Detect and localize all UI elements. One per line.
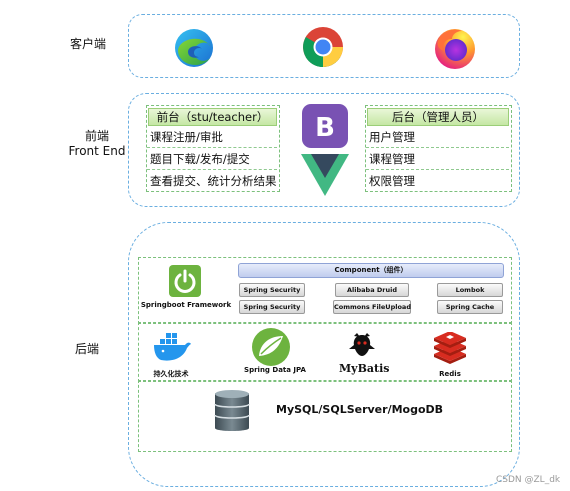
redis-icon	[434, 332, 466, 364]
right-item-permission-management: 权限管理	[369, 174, 415, 188]
right-item-user-management: 用户管理	[369, 130, 415, 144]
springboot-power-icon	[169, 265, 201, 297]
mybatis-bird-icon	[349, 333, 375, 356]
right-separator	[366, 147, 509, 148]
watermark: CSDN @ZL_dk	[496, 475, 561, 485]
component-lombok: Lombok	[437, 283, 503, 297]
component-spring-cache: Spring Cache	[437, 300, 503, 314]
student-teacher-group	[146, 105, 280, 192]
docker-whale-icon	[154, 333, 191, 361]
frontend-tier-label-cn: 前端	[84, 129, 109, 143]
chrome-icon	[303, 27, 343, 67]
spring-data-jpa-label: Spring Data JPA	[244, 366, 306, 374]
vue-icon	[301, 154, 349, 196]
frontend-tier-label-en: Front End	[68, 144, 126, 158]
left-separator	[147, 147, 277, 148]
right-item-course-management: 课程管理	[369, 152, 415, 166]
edge-icon	[175, 29, 213, 67]
persistence-section	[138, 322, 512, 382]
spring-data-icon	[252, 328, 290, 366]
client-tier-label: 客户端	[69, 37, 106, 51]
component-spring-security: Spring Security	[239, 283, 305, 297]
admin-header: 后台（管理人员）	[367, 108, 509, 126]
bootstrap-icon: B	[302, 104, 348, 148]
admin-group	[365, 105, 512, 192]
persistence-label: 持久化技术	[153, 370, 189, 378]
database-section	[138, 380, 512, 452]
left-item-problem-download: 题目下载/发布/提交	[150, 152, 250, 166]
right-separator	[366, 169, 509, 170]
mybatis-label: MyBatis	[339, 362, 390, 375]
left-item-view-results: 查看提交、统计分析结果	[150, 174, 277, 188]
component-alibaba-druid: Alibaba Druid	[335, 283, 409, 297]
firefox-icon	[435, 29, 475, 69]
component-header: Component（组件）	[238, 263, 504, 278]
component-commons-fileupload: Commons FileUpload	[333, 300, 411, 314]
redis-label: Redis	[439, 370, 461, 378]
svg-text:B: B	[315, 113, 335, 143]
springboot-framework-label: Springboot Framework	[140, 301, 232, 309]
database-icon	[214, 390, 250, 431]
left-separator	[147, 169, 277, 170]
framework-section	[138, 257, 512, 324]
component-spring-security-2: Spring Security	[239, 300, 305, 314]
left-item-course-register: 课程注册/审批	[150, 130, 223, 144]
student-teacher-header: 前台（stu/teacher）	[148, 108, 277, 126]
database-label: MySQL/SQLServer/MogoDB	[276, 403, 444, 416]
backend-tier-label: 后端	[74, 342, 99, 356]
